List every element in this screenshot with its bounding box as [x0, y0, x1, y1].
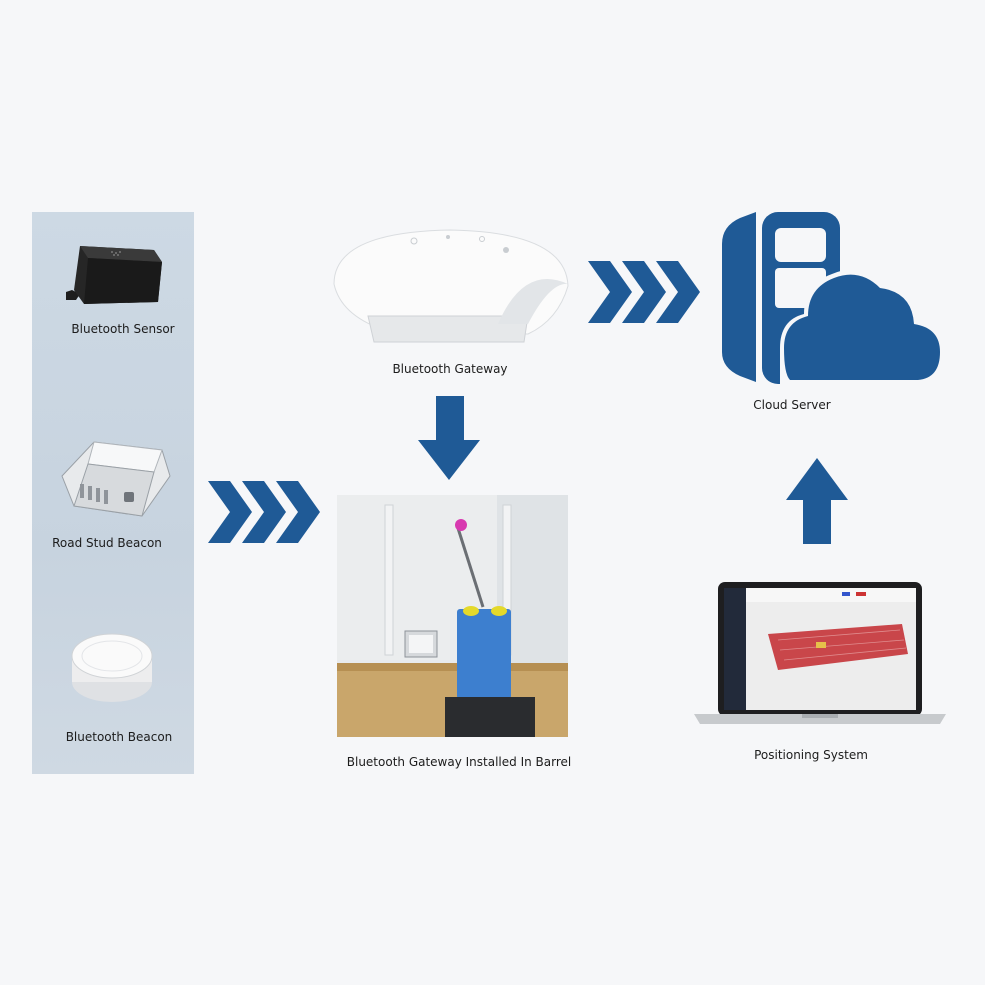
chevron-right-arrow-icon [588, 261, 700, 323]
laptop-map-icon [694, 582, 946, 724]
arrow-down-icon [418, 396, 480, 480]
device-label-beacon: Bluetooth Beacon [65, 730, 173, 744]
gateway-dome-icon [333, 229, 569, 343]
bluetooth-sensor-icon [66, 246, 162, 304]
arrow-up-icon [786, 458, 848, 544]
cloud-server-icon [722, 212, 945, 384]
gateway-label: Bluetooth Gateway [392, 362, 508, 376]
sprayer-photo [337, 495, 568, 737]
cloud-label: Cloud Server [753, 398, 831, 412]
positioning-label: Positioning System [754, 748, 868, 762]
chevron-right-arrow-icon [208, 481, 320, 543]
road-stud-beacon-icon [61, 441, 171, 517]
round-beacon-icon [71, 633, 153, 702]
installed-label: Bluetooth Gateway Installed In Barrel [346, 755, 572, 769]
device-label-road-stud: Road Stud Beacon [52, 536, 162, 550]
device-label-sensor: Bluetooth Sensor [71, 322, 175, 336]
